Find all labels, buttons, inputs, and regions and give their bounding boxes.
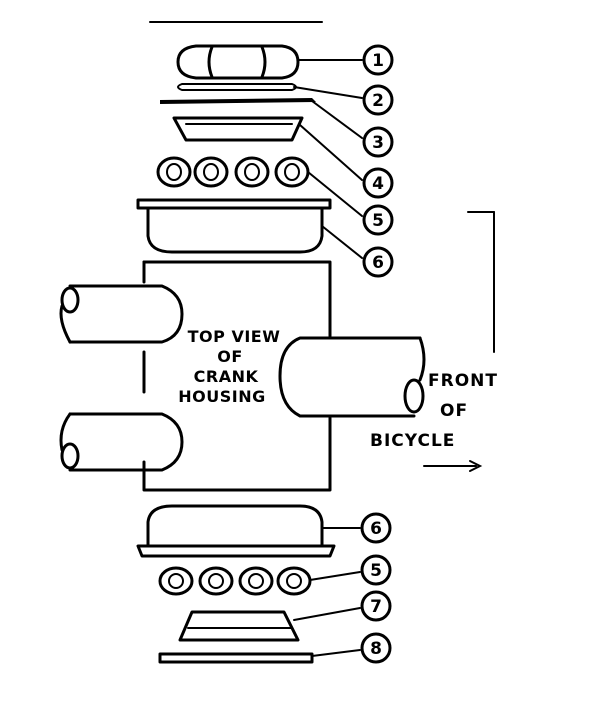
bearing-cup-top-part [136, 198, 332, 254]
ball-retainer-bottom-part [158, 566, 312, 596]
left-lower-tube [59, 412, 184, 472]
direction-line-1: FRONT [428, 371, 498, 391]
dust-washer-part [158, 652, 314, 664]
callout-1: 1 [297, 44, 394, 76]
adjustable-cone-part [172, 116, 304, 142]
caption-line-4: HOUSING [178, 387, 265, 406]
callout-7: 7 [293, 590, 392, 622]
left-upper-tube [59, 284, 184, 344]
callout-6-top: 6 [321, 225, 394, 278]
caption-line-3: CRANK [194, 367, 259, 386]
ball-retainer-top-part [156, 156, 310, 188]
callout-6-bottom-number: 6 [370, 519, 382, 539]
callout-2-number: 2 [372, 91, 384, 111]
callout-3-number: 3 [372, 133, 384, 153]
flat-washer-part [160, 98, 316, 104]
housing-caption: TOP VIEW OF CRANK HOUSING [178, 327, 280, 406]
callout-2: 2 [293, 84, 394, 116]
callout-6-top-number: 6 [372, 253, 384, 273]
washer-top-part [177, 83, 297, 91]
direction-arrow [423, 460, 483, 472]
direction-line-3: BICYCLE [370, 431, 455, 451]
callout-4: 4 [299, 124, 394, 199]
bearing-cup-bottom-part [136, 504, 336, 558]
lock-nut-part [176, 44, 300, 80]
right-tube [278, 336, 426, 418]
direction-label: FRONT OF BICYCLE [370, 371, 498, 451]
callout-1-number: 1 [372, 51, 384, 71]
callout-3: 3 [311, 100, 394, 158]
callout-5-bottom: 5 [309, 554, 392, 586]
callout-4-number: 4 [372, 174, 384, 194]
callout-5-bottom-number: 5 [370, 561, 382, 581]
direction-line-2: OF [440, 401, 468, 421]
callout-5-top: 5 [307, 171, 394, 236]
caption-line-2: OF [217, 347, 243, 366]
callout-7-number: 7 [370, 597, 382, 617]
callout-5-top-number: 5 [372, 211, 384, 231]
callout-8: 8 [311, 632, 392, 664]
crank-housing-body [142, 260, 332, 492]
callout-6-bottom: 6 [321, 512, 392, 544]
fixed-cone-part [178, 610, 300, 642]
callout-8-number: 8 [370, 639, 382, 659]
frame-right-line [467, 211, 495, 353]
caption-line-1: TOP VIEW [188, 327, 281, 346]
